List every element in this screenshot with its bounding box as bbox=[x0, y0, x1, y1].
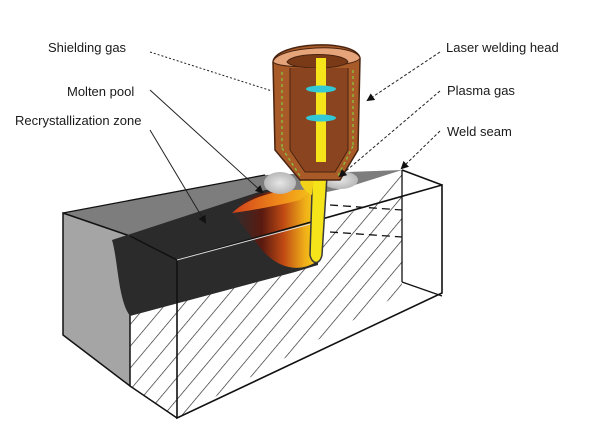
workpiece-block bbox=[62, 169, 443, 420]
leader-weld-seam bbox=[400, 130, 441, 170]
block-edge-top-right bbox=[401, 169, 443, 186]
label-shielding-gas: Shielding gas bbox=[48, 40, 127, 55]
block-edge-left-top bbox=[129, 235, 178, 261]
block-edge-top-back bbox=[62, 174, 266, 214]
leader-plasma-gas bbox=[338, 90, 441, 178]
label-laser-welding-head: Laser welding head bbox=[446, 40, 559, 55]
weld-highlight-line bbox=[176, 221, 319, 261]
block-edge-back-bottom bbox=[401, 281, 443, 297]
leader-laser-welding-head bbox=[366, 51, 441, 102]
leader-molten-pool bbox=[149, 89, 264, 194]
label-weld-seam: Weld seam bbox=[447, 124, 512, 139]
label-plasma-gas: Plasma gas bbox=[447, 83, 515, 98]
label-recrystallization-zone: Recrystallization zone bbox=[15, 113, 142, 128]
gas-puff-left bbox=[264, 172, 296, 194]
laser-keyhole bbox=[309, 159, 329, 264]
laser-welding-head bbox=[272, 44, 361, 181]
leader-recrystallization-zone bbox=[149, 129, 207, 224]
pool-lip bbox=[300, 176, 314, 195]
lens-lower bbox=[306, 114, 336, 122]
block-edge-left-bottom bbox=[129, 385, 178, 419]
leader-lines bbox=[149, 51, 441, 224]
label-molten-pool: Molten pool bbox=[67, 84, 135, 99]
lens-upper bbox=[306, 85, 336, 93]
block-front-outline bbox=[176, 183, 443, 420]
molten-pool-top bbox=[232, 189, 312, 213]
leader-shielding-gas bbox=[149, 51, 273, 92]
